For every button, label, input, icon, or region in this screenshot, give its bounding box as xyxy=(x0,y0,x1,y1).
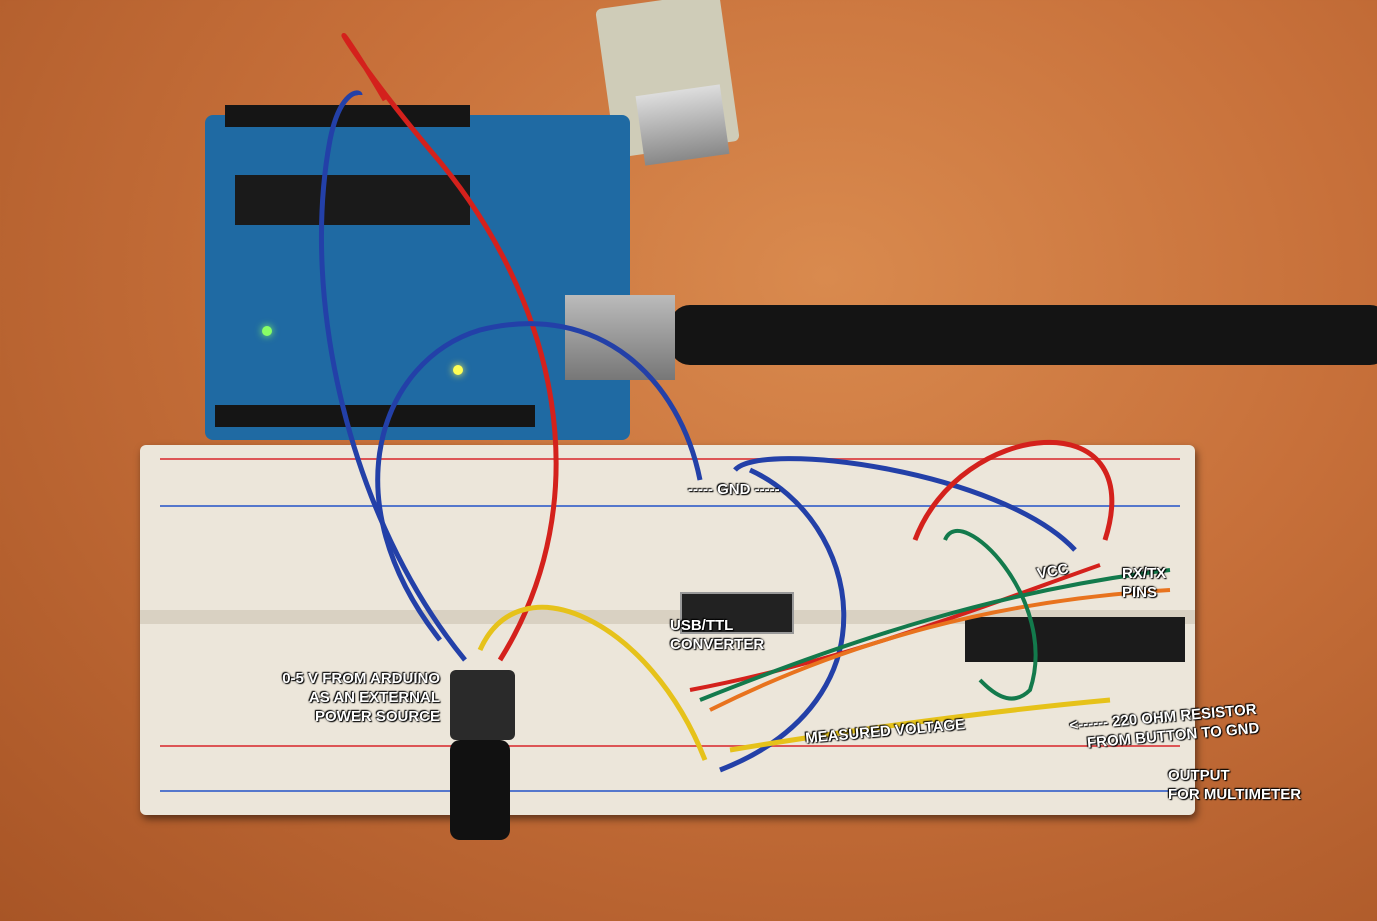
yellow-wire xyxy=(477,605,708,761)
rail-red-bottom xyxy=(160,745,1180,747)
red-wire xyxy=(341,33,559,662)
blue-wire-gnd2 xyxy=(733,456,1077,552)
rail-blue-top xyxy=(160,505,1180,507)
usb-ttl-line-2: CONVERTER xyxy=(670,636,765,653)
output-line-1: OUTPUT xyxy=(1168,767,1230,784)
rxtx-line-2: PINS xyxy=(1122,584,1158,601)
potentiometer xyxy=(450,670,515,740)
output-line-2: FOR MULTIMETER xyxy=(1168,786,1302,803)
gnd-label: ----- GND ----- xyxy=(688,481,780,498)
rxtx-label: RX/TX PINS xyxy=(1122,564,1166,602)
blue-wire-power xyxy=(319,90,467,662)
power-source-label: 0-5 V FROM ARDUINO AS AN EXTERNAL POWER … xyxy=(282,669,440,726)
rail-red-top xyxy=(160,458,1180,460)
power-line-1: 0-5 V FROM ARDUINO xyxy=(282,670,440,687)
rail-blue-bottom xyxy=(160,790,1180,792)
red-wire-vcc xyxy=(912,440,1115,541)
ic-chip xyxy=(965,617,1185,662)
usb-b-connector xyxy=(565,295,675,380)
potentiometer-knob xyxy=(450,740,510,840)
power-line-3: POWER SOURCE xyxy=(314,708,440,725)
usb-cable xyxy=(670,305,1377,365)
green-wire xyxy=(699,568,1171,702)
output-label: OUTPUT FOR MULTIMETER xyxy=(1168,766,1301,804)
usb-ttl-label: USB/TTL CONVERTER xyxy=(670,616,764,654)
status-led xyxy=(453,365,463,375)
arduino-uno-board xyxy=(205,115,630,440)
power-line-2: AS AN EXTERNAL xyxy=(308,689,440,706)
usb-ttl-converter xyxy=(680,592,794,634)
blue-wire-gnd xyxy=(375,321,703,642)
usb-ttl-line-1: USB/TTL xyxy=(670,617,734,634)
atmega-chip xyxy=(235,175,470,225)
yellow-wire-measure xyxy=(729,697,1111,753)
orange-wire xyxy=(709,588,1171,712)
arduino-power-header xyxy=(215,405,535,427)
blue-wire-ttl xyxy=(719,467,847,773)
power-led xyxy=(262,326,272,336)
rxtx-line-1: RX/TX xyxy=(1122,565,1167,582)
green-wire-button xyxy=(943,529,1038,701)
